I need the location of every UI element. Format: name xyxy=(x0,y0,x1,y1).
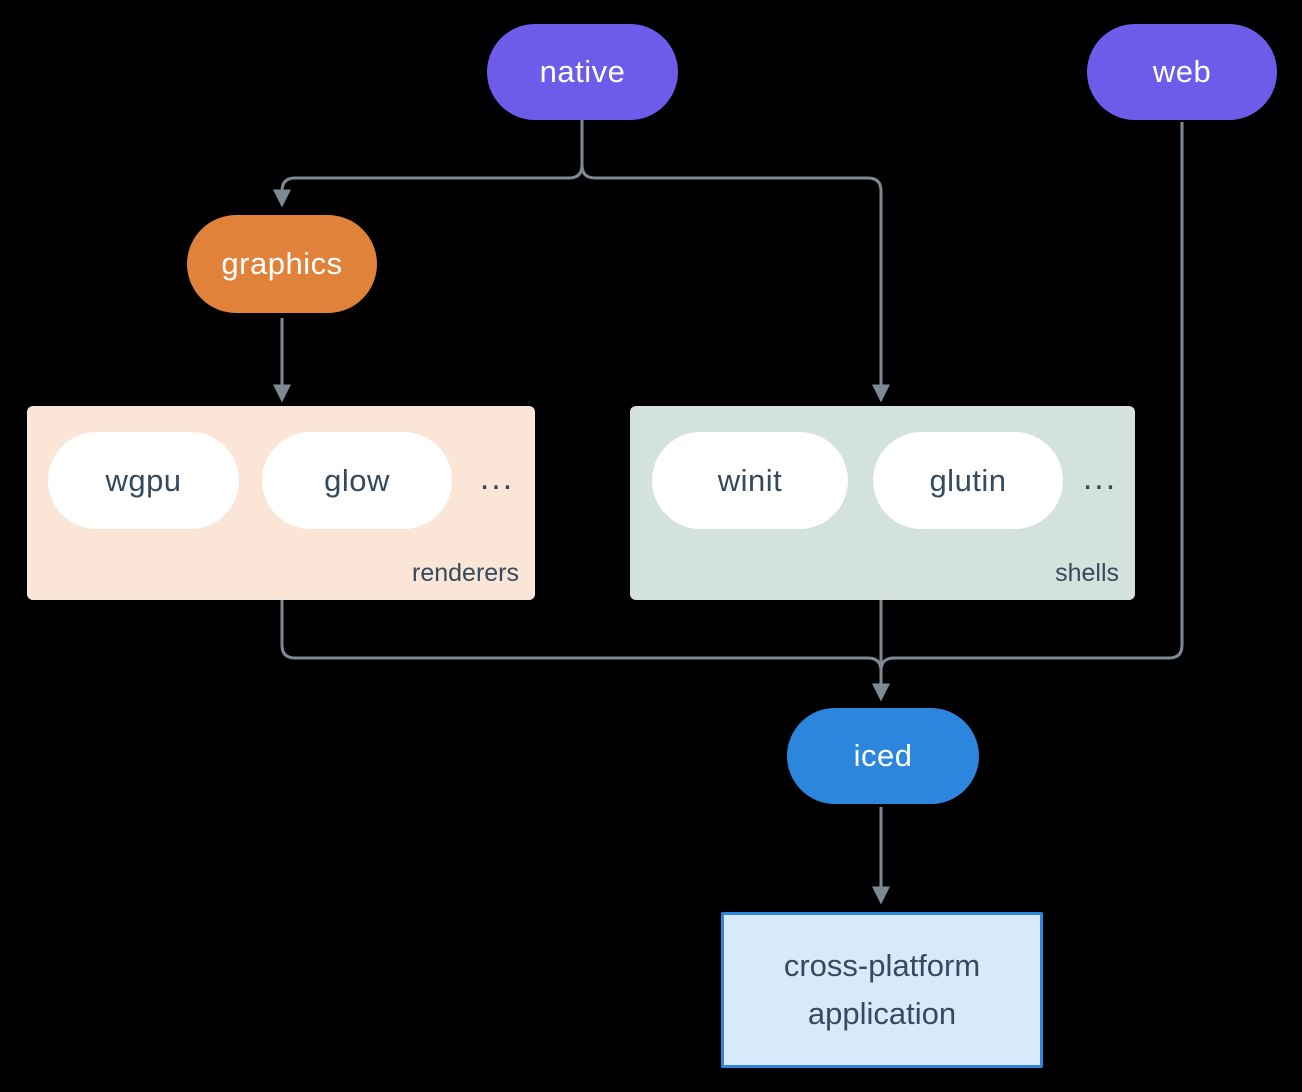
group-renderers: wgpu glow ... renderers xyxy=(27,406,535,600)
node-web: web xyxy=(1087,24,1277,120)
node-native: native xyxy=(487,24,678,120)
shells-ellipsis: ... xyxy=(1082,458,1118,497)
application-label: cross-platform application xyxy=(783,948,981,1031)
node-iced: iced xyxy=(787,708,979,804)
pill-glutin: glutin xyxy=(873,432,1063,529)
group-shells: winit glutin ... shells xyxy=(630,406,1135,600)
node-graphics: graphics xyxy=(187,215,377,313)
pill-glow: glow xyxy=(262,432,452,529)
edge-native-shells xyxy=(580,120,890,403)
renderers-ellipsis: ... xyxy=(479,458,515,497)
pill-wgpu: wgpu xyxy=(48,432,239,529)
edge-native-graphics xyxy=(273,120,584,208)
renderers-label: renderers xyxy=(412,559,519,587)
shells-label: shells xyxy=(1055,559,1119,587)
pill-winit: winit xyxy=(652,432,848,529)
edge-renderers-iced xyxy=(280,600,883,672)
node-application: cross-platform application xyxy=(721,912,1043,1068)
